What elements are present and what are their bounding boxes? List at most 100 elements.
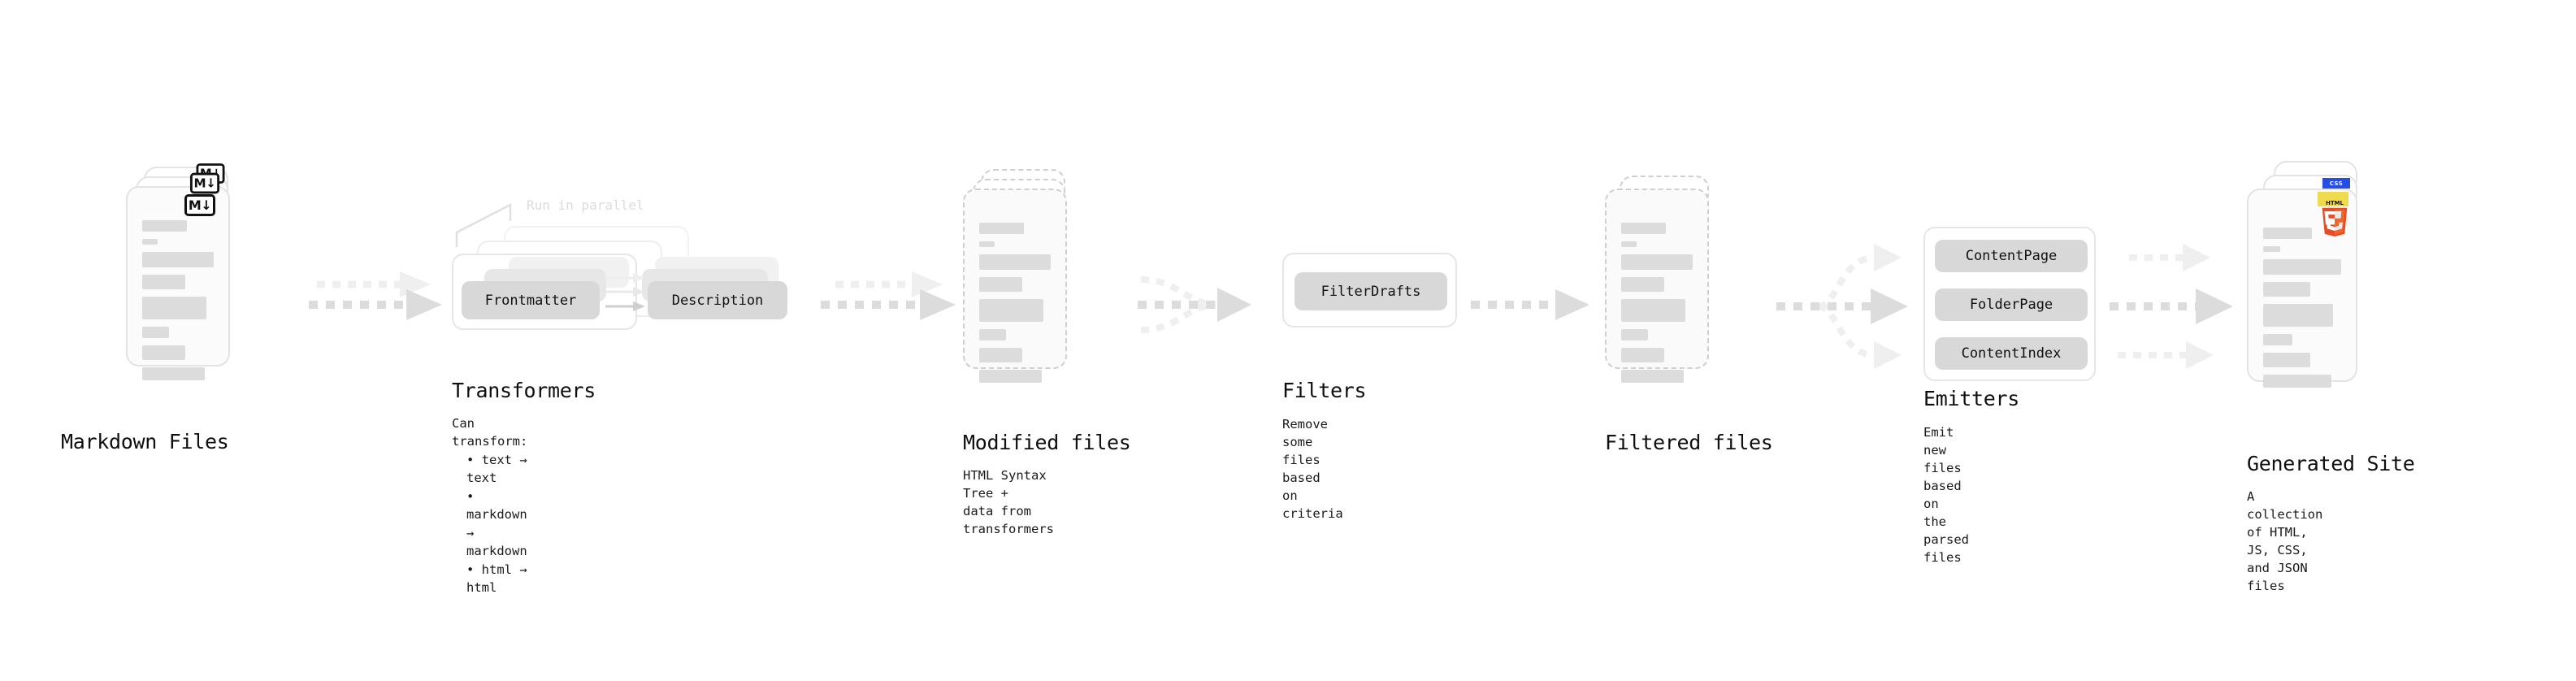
- document-skeleton-bars: [1621, 223, 1693, 390]
- skeleton-bar: [2263, 282, 2310, 297]
- skeleton-bar: [142, 220, 188, 232]
- html5-badge: HTML: [2318, 199, 2351, 236]
- skeleton-bar: [142, 275, 185, 289]
- document-skeleton-bars: [2263, 228, 2341, 395]
- plugin-label: ContentIndex: [1961, 345, 2062, 362]
- step-title-filters: Filters: [1282, 379, 1367, 402]
- skeleton-bar: [2263, 246, 2281, 252]
- transformer-plugin-frontmatter[interactable]: Frontmatter: [462, 281, 600, 319]
- connector-filtered-to-emitters: [1776, 244, 1908, 369]
- filters-container: FilterDrafts: [1282, 253, 1457, 327]
- skeleton-bar: [979, 223, 1025, 234]
- skeleton-bar: [142, 252, 214, 267]
- capability-item: markdown → markdown: [466, 488, 527, 561]
- skeleton-bar: [142, 345, 185, 360]
- step-title-emitters: Emitters: [1923, 387, 2020, 410]
- skeleton-bar: [2263, 228, 2313, 239]
- plugin-label: Description: [671, 292, 764, 309]
- step-description-emitters: Emit new files based on the parsed files: [1923, 425, 1969, 565]
- inner-arrow: [605, 301, 645, 311]
- arrow-strong: [309, 289, 442, 320]
- skeleton-bar: [1621, 254, 1693, 270]
- skeleton-bar: [2263, 304, 2334, 327]
- skeleton-bar: [979, 254, 1051, 270]
- document-card-front: [1605, 189, 1709, 383]
- arrow-center: [2110, 288, 2233, 324]
- arrow-weak: [835, 271, 943, 297]
- arrow-branch-bottom: [1818, 303, 1902, 369]
- inner-arrow-ghost: [605, 273, 644, 283]
- step-description-modified-files: HTML Syntax Tree + data from transformer…: [963, 468, 1054, 536]
- connector-modified-to-filters: [1138, 276, 1251, 333]
- css-badge-label: CSS: [2329, 180, 2344, 187]
- markdown-badge: M↓: [184, 194, 215, 216]
- capability-item: html → html: [466, 561, 527, 597]
- arrow-branch-center: [1776, 288, 1908, 324]
- skeleton-bar: [979, 329, 1007, 340]
- transformer-inner-arrows: [605, 273, 645, 311]
- skeleton-bar: [142, 327, 170, 338]
- emitter-plugin-contentindex[interactable]: ContentIndex: [1935, 337, 2088, 370]
- skeleton-bar: [979, 348, 1022, 362]
- document-card-front: [2247, 189, 2357, 388]
- step-description-filters: Remove some files based on criteria: [1282, 417, 1343, 521]
- skeleton-bar: [1621, 348, 1664, 362]
- step-title-filtered-files: Filtered files: [1605, 431, 1773, 454]
- skeleton-bar: [2263, 334, 2293, 345]
- emitter-plugin-contentpage[interactable]: ContentPage: [1935, 240, 2088, 272]
- css-badge: CSS: [2322, 178, 2350, 189]
- document-card-front: [963, 189, 1067, 383]
- arrow-bottom: [2118, 341, 2214, 369]
- connector-transformers-to-modified: [821, 271, 956, 320]
- emitter-plugin-folderpage[interactable]: FolderPage: [1935, 288, 2088, 321]
- connector-emitters-to-site: [2110, 244, 2233, 369]
- document-skeleton-bars: [142, 220, 214, 388]
- skeleton-bar: [979, 277, 1022, 292]
- skeleton-bar: [1621, 241, 1637, 247]
- markdown-badge-back-1: M↓: [189, 172, 220, 194]
- plugin-label: ContentPage: [1965, 248, 2058, 264]
- arrow-strong: [1471, 289, 1589, 320]
- document-skeleton-bars: [979, 223, 1051, 390]
- skeleton-bar: [2263, 353, 2310, 367]
- step-title-transformers: Transformers: [452, 379, 596, 402]
- inner-arrow-ghost: [605, 287, 644, 297]
- filter-plugin-filterdrafts[interactable]: FilterDrafts: [1295, 272, 1447, 310]
- connector-filters-to-filtered: [1471, 289, 1589, 320]
- arrow-converge: [1138, 276, 1251, 333]
- js-badge: [2318, 192, 2348, 206]
- skeleton-bar: [2263, 259, 2341, 275]
- run-in-parallel-label: Run in parallel: [527, 197, 644, 213]
- run-in-parallel-bracket: [455, 202, 512, 247]
- connector-markdown-to-transformers: [309, 271, 442, 320]
- transformer-plugin-description[interactable]: Description: [648, 281, 787, 319]
- skeleton-bar: [1621, 299, 1686, 322]
- skeleton-bar: [979, 299, 1044, 322]
- arrow-branch-top: [1818, 244, 1902, 310]
- capability-items: text → text markdown → markdown html → h…: [452, 451, 527, 597]
- skeleton-bar: [142, 367, 206, 380]
- arrow-strong: [821, 289, 956, 320]
- markdown-badge-label: M↓: [193, 176, 216, 191]
- plugin-label: FilterDrafts: [1321, 283, 1421, 300]
- capability-item: text → text: [466, 451, 527, 488]
- skeleton-bar: [1621, 277, 1664, 292]
- capability-list-lead: Can transform:: [452, 416, 528, 449]
- document-card-front: [126, 186, 230, 380]
- skeleton-bar: [142, 297, 207, 319]
- skeleton-bar: [2263, 375, 2332, 388]
- skeleton-bar: [979, 370, 1043, 383]
- html5-wordmark: HTML: [2326, 200, 2344, 206]
- step-title-generated-site: Generated Site: [2247, 452, 2415, 475]
- step-title-modified-files: Modified files: [963, 431, 1131, 454]
- emitters-container: ContentPage FolderPage ContentIndex: [1923, 227, 2096, 381]
- arrow-top: [2129, 244, 2210, 271]
- skeleton-bar: [1621, 329, 1649, 340]
- html5-logo-icon: HTML: [2322, 200, 2348, 236]
- transformers-capability-list: Can transform: text → text markdown → ma…: [452, 414, 527, 597]
- step-description-generated-site: A collection of HTML, JS, CSS, and JSON …: [2247, 489, 2323, 593]
- plugin-label: Frontmatter: [484, 292, 577, 309]
- markdown-badge-label: M↓: [188, 197, 212, 213]
- skeleton-bar: [1621, 223, 1667, 234]
